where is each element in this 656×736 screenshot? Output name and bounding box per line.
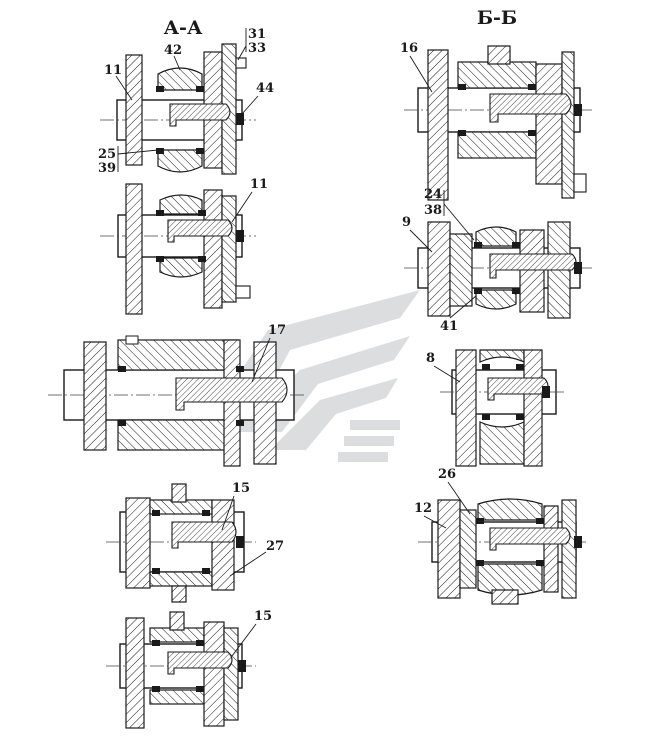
callout-17: 17 [268,323,286,338]
callout-41: 41 [440,319,458,334]
callout-15-upper: 15 [232,481,250,496]
callout-33: 33 [248,41,266,56]
section-title-b: Б-Б [477,7,517,29]
callout-8: 8 [426,351,435,366]
assembly-right-3 [440,349,566,467]
callout-15-lower: 15 [254,609,272,624]
assembly-left-3 [48,335,306,467]
callout-26: 26 [438,467,456,482]
assembly-left-4 [106,483,256,603]
assembly-left-2 [100,183,256,315]
callout-38: 38 [424,203,442,218]
callout-9: 9 [402,215,411,230]
assembly-left-1 [100,43,256,175]
callout-44: 44 [256,81,274,96]
callout-12: 12 [414,501,432,516]
callout-39: 39 [98,161,116,176]
callout-11-top: 11 [104,63,122,78]
assembly-left-5 [106,611,256,729]
assembly-right-4 [418,498,588,605]
callout-42: 42 [164,43,182,58]
callout-11-lower: 11 [250,177,268,192]
section-title-a: А-А [164,17,203,39]
callout-16: 16 [400,41,418,56]
callout-24: 24 [424,187,442,202]
assembly-right-1 [404,45,592,201]
callout-31: 31 [248,27,266,42]
callout-27: 27 [266,539,284,554]
callout-25: 25 [98,147,116,162]
assembly-right-2 [404,221,592,319]
